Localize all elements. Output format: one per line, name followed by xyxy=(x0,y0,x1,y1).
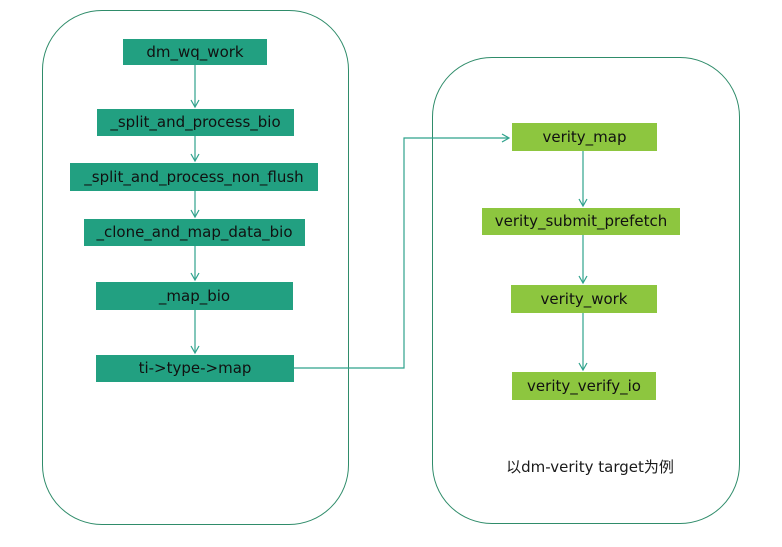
node-split-and-process-bio: _split_and_process_bio xyxy=(97,109,294,136)
node-verity-verify-io: verity_verify_io xyxy=(512,372,656,400)
node-ti-type-map: ti->type->map xyxy=(96,355,294,382)
node-verity-work: verity_work xyxy=(511,285,657,313)
right-group-caption: 以dm-verity target为例 xyxy=(506,458,674,476)
node-verity-submit-prefetch: verity_submit_prefetch xyxy=(482,208,680,235)
node-split-and-process-non-flush: _split_and_process_non_flush xyxy=(70,163,318,191)
node-verity-map: verity_map xyxy=(512,123,657,151)
node-clone-and-map-data-bio: _clone_and_map_data_bio xyxy=(84,219,305,246)
node-dm-wq-work: dm_wq_work xyxy=(123,39,267,65)
left-group-outline xyxy=(42,10,349,525)
node-map-bio: _map_bio xyxy=(96,282,293,310)
